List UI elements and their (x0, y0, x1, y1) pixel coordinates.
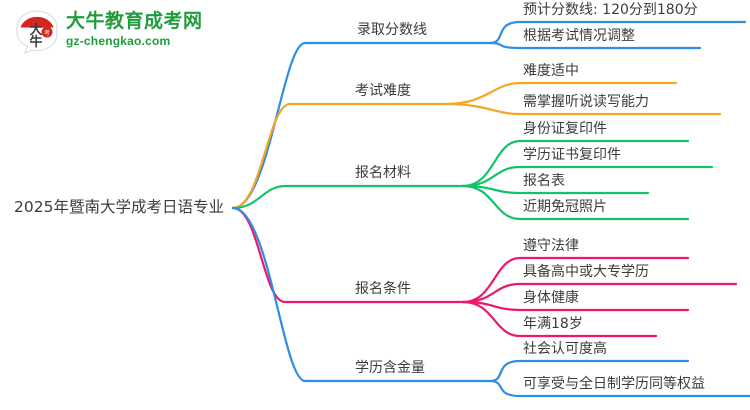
mindmap-branch-label-5[interactable]: 学历含金量 (355, 360, 425, 376)
daniu-logo-icon: 大 牛 考 (14, 8, 60, 54)
mindmap-subnode-5-2[interactable]: 可享受与全日制学历同等权益 (523, 376, 705, 392)
mindmap-subnode-4-2[interactable]: 具备高中或大专学历 (523, 264, 649, 280)
mindmap-subnode-4-1[interactable]: 遵守法律 (523, 238, 579, 254)
mindmap-subnode-2-1[interactable]: 难度适中 (523, 63, 579, 79)
mindmap-subnode-3-3[interactable]: 报名表 (523, 173, 565, 189)
mindmap-subnode-1-2[interactable]: 根据考试情况调整 (523, 28, 635, 44)
mindmap-subnode-1-1[interactable]: 预计分数线: 120分到180分 (523, 2, 698, 18)
svg-text:考: 考 (44, 29, 50, 37)
mindmap-subnode-5-1[interactable]: 社会认可度高 (523, 341, 607, 357)
mindmap-subnode-3-2[interactable]: 学历证书复印件 (523, 147, 621, 163)
mindmap-branch-label-2[interactable]: 考试难度 (355, 83, 411, 99)
svg-text:大: 大 (29, 22, 42, 38)
mindmap-subnode-2-2[interactable]: 需掌握听说读写能力 (523, 94, 649, 110)
mindmap-branch-label-4[interactable]: 报名条件 (355, 281, 411, 297)
logo-domain: gz-chengkao.com (66, 34, 171, 48)
mindmap-subnode-4-3[interactable]: 身体健康 (523, 290, 579, 306)
mindmap-subnode-3-1[interactable]: 身份证复印件 (523, 121, 607, 137)
logo-text-block: 大牛教育成考网 gz-chengkao.com (66, 10, 203, 49)
site-logo[interactable]: 大 牛 考 大牛教育成考网 gz-chengkao.com (14, 6, 202, 58)
mindmap-subnode-4-4[interactable]: 年满18岁 (523, 316, 583, 332)
mindmap-root-node[interactable]: 2025年暨南大学成考日语专业 (14, 198, 224, 216)
logo-chinese-name: 大牛教育成考网 (66, 10, 203, 32)
mindmap-branch-label-3[interactable]: 报名材料 (355, 165, 411, 181)
mindmap-subnode-3-4[interactable]: 近期免冠照片 (523, 199, 607, 215)
mindmap-branch-label-1[interactable]: 录取分数线 (357, 22, 427, 38)
svg-text:牛: 牛 (29, 34, 42, 50)
